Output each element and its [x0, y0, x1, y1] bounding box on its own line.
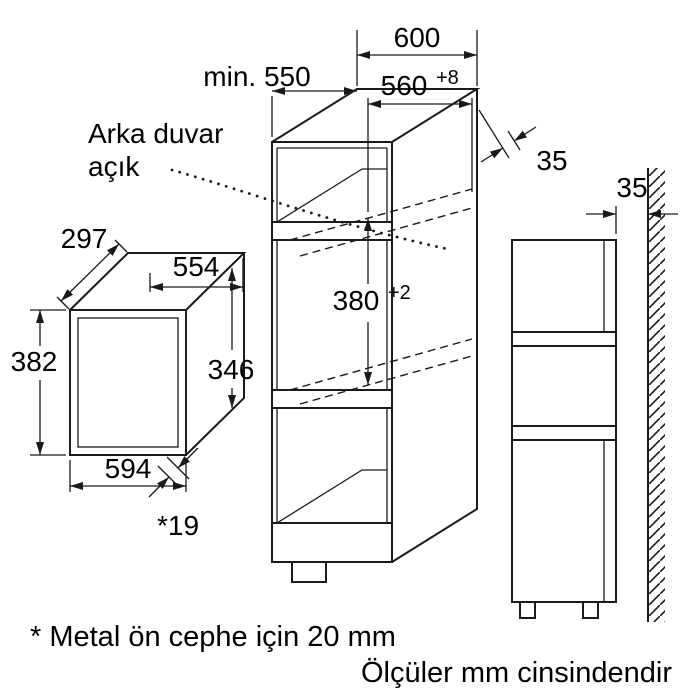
min-depth-label: min. 550 [203, 61, 310, 92]
body-width-label: 554 [173, 251, 220, 282]
front-width-label: 594 [105, 453, 152, 484]
dimension-wall-clearance: 35 [586, 172, 678, 234]
wall-clearance-label: 35 [616, 172, 647, 203]
dimension-body-width: 554 [149, 251, 244, 292]
niche-hidden-planes [289, 188, 473, 405]
dimension-niche-height: 380 +2 [333, 218, 411, 385]
niche-height-label: 380 [333, 285, 380, 316]
niche-width-tolerance: +8 [436, 67, 459, 89]
niche-width-label: 560 [381, 70, 428, 101]
back-wall-note-line1: Arka duvar [88, 118, 223, 149]
bottom-compartment-interior [277, 469, 387, 523]
wall-hatching [647, 168, 665, 622]
microwave-isometric [69, 252, 247, 456]
body-height-label: 346 [208, 354, 255, 385]
dimension-niche-width: 560 +8 [367, 67, 473, 212]
dimension-cabinet-width: 600 [356, 22, 478, 86]
cabinet-side-view [511, 239, 617, 619]
front-height-label: 382 [11, 346, 58, 377]
dimension-body-height: 346 [208, 268, 255, 408]
units-note: Ölçüler mm cinsindendir [361, 657, 672, 689]
appliance-depth-label: 297 [61, 223, 108, 254]
back-wall-leader-line [170, 168, 454, 252]
niche-height-tolerance: +2 [388, 282, 411, 304]
dimension-rear-clearance: 35 [478, 109, 568, 176]
top-compartment-interior [277, 168, 387, 222]
dimension-front-protrusion: *19 [148, 447, 199, 541]
rear-clearance-label: 35 [536, 145, 567, 176]
footnote: * Metal ön cephe için 20 mm [30, 621, 396, 653]
tall-cabinet-isometric [271, 88, 481, 583]
dimension-appliance-depth: 297 [56, 223, 128, 310]
dimension-min-depth: min. 550 [203, 61, 357, 137]
dimension-front-height: 382 [11, 309, 66, 456]
front-protrusion-label: *19 [157, 510, 199, 541]
back-wall-note-line2: açık [88, 151, 140, 182]
cabinet-width-label: 600 [394, 22, 441, 53]
back-wall-annotation: Arka duvar açık [88, 118, 454, 252]
